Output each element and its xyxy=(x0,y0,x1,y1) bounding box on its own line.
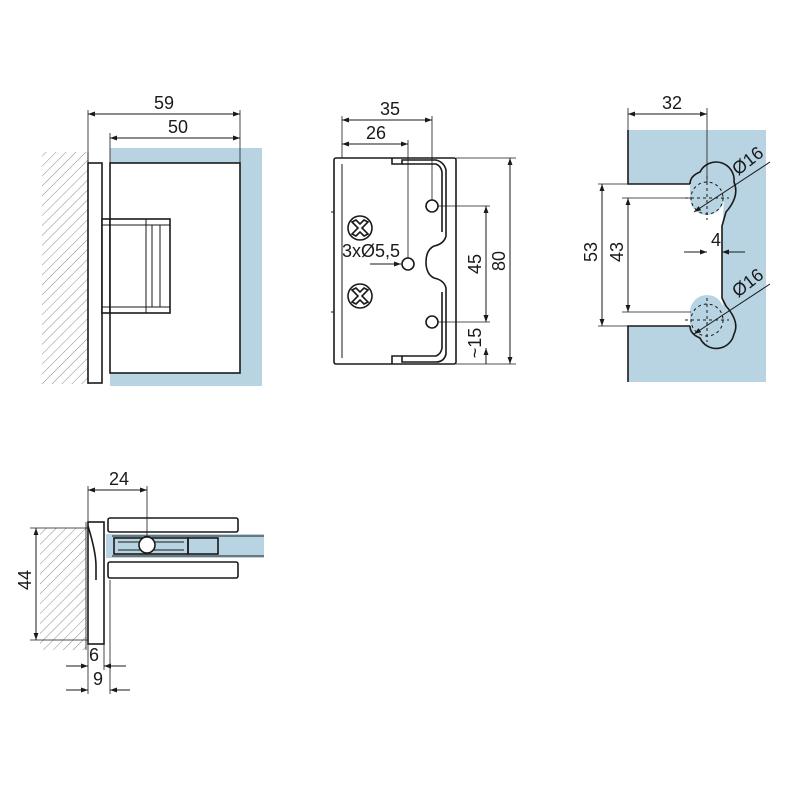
wall-plate-top xyxy=(87,521,105,645)
hole-bottom xyxy=(425,315,439,329)
wall-hatch xyxy=(42,152,88,384)
clamp-bottom-plate xyxy=(107,561,239,579)
dim-height-44: 44 xyxy=(15,570,35,590)
dim-gap-4: 4 xyxy=(711,230,721,250)
dim-glass-plate-width: 50 xyxy=(168,117,188,137)
hinge-body xyxy=(333,157,457,365)
dim-edge-offset: ~15 xyxy=(465,328,485,359)
clamp-top-plate xyxy=(107,517,239,533)
dim-offset-32: 32 xyxy=(662,93,682,113)
clamp-outline xyxy=(391,158,447,364)
glass-with-cutouts xyxy=(628,130,766,382)
front-view: 59 50 xyxy=(42,93,262,386)
dim-outer-53: 53 xyxy=(581,242,601,262)
hole-top xyxy=(425,199,439,213)
pivot-pin xyxy=(138,536,156,554)
screw-top xyxy=(347,215,373,241)
dim-inner-43: 43 xyxy=(607,242,627,262)
glass-cutout-view: 32 Ø16 Ø16 53 43 4 xyxy=(581,93,771,382)
dim-width-35: 35 xyxy=(380,99,400,119)
dim-thickness-9: 9 xyxy=(93,669,103,689)
dim-height-80: 80 xyxy=(489,251,509,271)
dim-hole-callout: 3xØ5,5 xyxy=(342,241,400,261)
dim-width-26: 26 xyxy=(366,123,386,143)
side-view: 35 26 3xØ5,5 45 80 ~15 xyxy=(331,99,516,365)
dim-depth-24: 24 xyxy=(109,469,129,489)
wall-plate xyxy=(87,162,103,384)
dim-thickness-6: 6 xyxy=(89,645,99,665)
wall-hatch-top xyxy=(40,528,86,650)
hole-middle xyxy=(401,257,415,271)
dim-overall-width: 59 xyxy=(154,93,174,113)
screw-bottom xyxy=(347,283,373,309)
top-view: 24 44 6 9 xyxy=(15,469,264,694)
dim-hole-spacing: 45 xyxy=(465,254,485,274)
